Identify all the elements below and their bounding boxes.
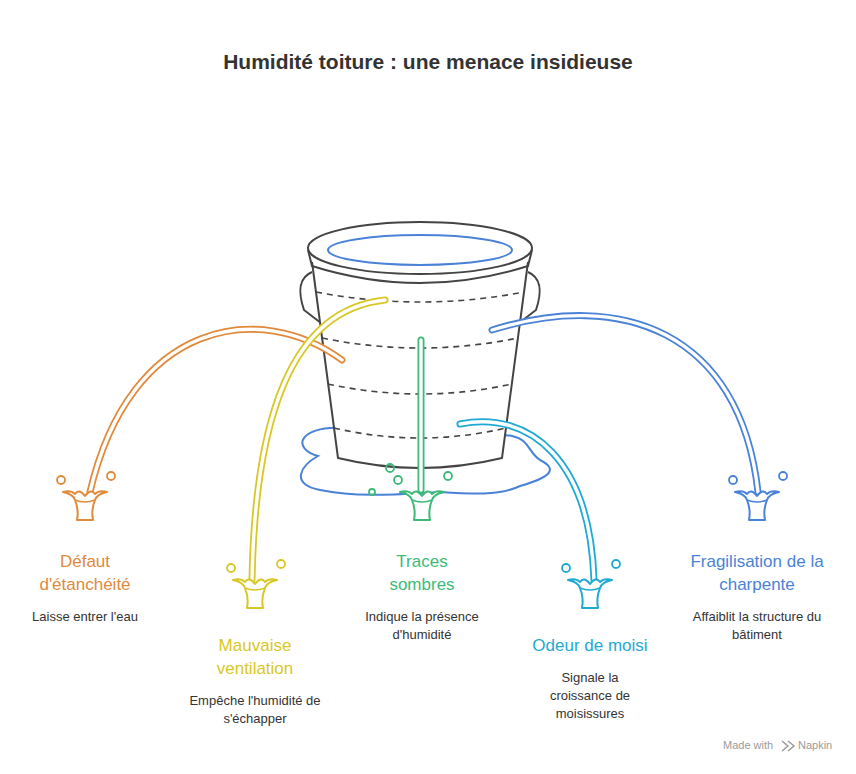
droplet bbox=[394, 476, 402, 484]
bucket-rim bbox=[308, 250, 532, 283]
splash-shape bbox=[735, 491, 779, 520]
splash-node: Mauvaise ventilationEmpêche l'humidité d… bbox=[170, 558, 340, 728]
watermark: Made with bbox=[723, 739, 773, 751]
splash-node: Fragilisation de la charpenteAffaiblit l… bbox=[672, 470, 842, 644]
splash-node: Odeur de moisiSignale la croissance de m… bbox=[505, 558, 675, 723]
node-heading: Traces sombres bbox=[372, 550, 472, 596]
leak-stream bbox=[492, 316, 758, 492]
node-heading: Odeur de moisi bbox=[510, 634, 670, 657]
diagram-title: Humidité toiture : une menace insidieuse bbox=[0, 50, 856, 74]
napkin-logo bbox=[782, 741, 794, 751]
droplet bbox=[277, 560, 285, 568]
splash-icon bbox=[390, 470, 454, 524]
bucket-ring bbox=[316, 292, 524, 302]
node-heading: Mauvaise ventilation bbox=[200, 634, 310, 680]
splash-shape bbox=[412, 500, 432, 502]
bucket-rim bbox=[308, 222, 532, 274]
droplet bbox=[444, 472, 452, 480]
node-description: Affaiblit la structure du bâtiment bbox=[687, 608, 827, 644]
splash-icon bbox=[223, 558, 287, 612]
splash-shape bbox=[747, 500, 767, 502]
droplet bbox=[227, 564, 235, 572]
droplet bbox=[57, 476, 65, 484]
droplet bbox=[779, 472, 787, 480]
splash-icon bbox=[725, 470, 789, 524]
leak-stream bbox=[492, 316, 758, 492]
node-description: Empêche l'humidité de s'échapper bbox=[185, 692, 325, 728]
splash-shape bbox=[245, 588, 265, 590]
splash-icon bbox=[558, 558, 622, 612]
splash-shape bbox=[580, 588, 600, 590]
bucket-water bbox=[328, 235, 512, 265]
splash-shape bbox=[568, 579, 612, 608]
node-description: Signale la croissance de moisissures bbox=[540, 669, 640, 723]
leak-stream bbox=[252, 300, 385, 580]
droplet bbox=[369, 489, 375, 495]
leak-stream bbox=[460, 422, 594, 580]
splash-shape bbox=[63, 491, 107, 520]
watermark: Napkin bbox=[798, 739, 832, 751]
node-description: Laisse entrer l'eau bbox=[5, 608, 165, 626]
splash-node: Traces sombresIndique la présence d'humi… bbox=[337, 470, 507, 644]
node-heading: Défaut d'étanchéité bbox=[23, 550, 148, 596]
leak-stream bbox=[252, 300, 385, 580]
droplet bbox=[386, 464, 394, 472]
leak-stream bbox=[460, 422, 594, 580]
splash-shape bbox=[400, 491, 444, 520]
droplet bbox=[107, 472, 115, 480]
leak-stream bbox=[418, 340, 425, 490]
splash-shape bbox=[75, 500, 95, 502]
leak-streams bbox=[90, 300, 758, 580]
droplet bbox=[729, 476, 737, 484]
leak-stream bbox=[419, 340, 422, 490]
splash-icon bbox=[53, 470, 117, 524]
node-heading: Fragilisation de la charpente bbox=[682, 550, 832, 596]
splash-node: Défaut d'étanchéitéLaisse entrer l'eau bbox=[0, 470, 170, 626]
splash-shape bbox=[233, 579, 277, 608]
droplet bbox=[612, 560, 620, 568]
droplet bbox=[562, 564, 570, 572]
node-description: Indique la présence d'humidité bbox=[352, 608, 492, 644]
